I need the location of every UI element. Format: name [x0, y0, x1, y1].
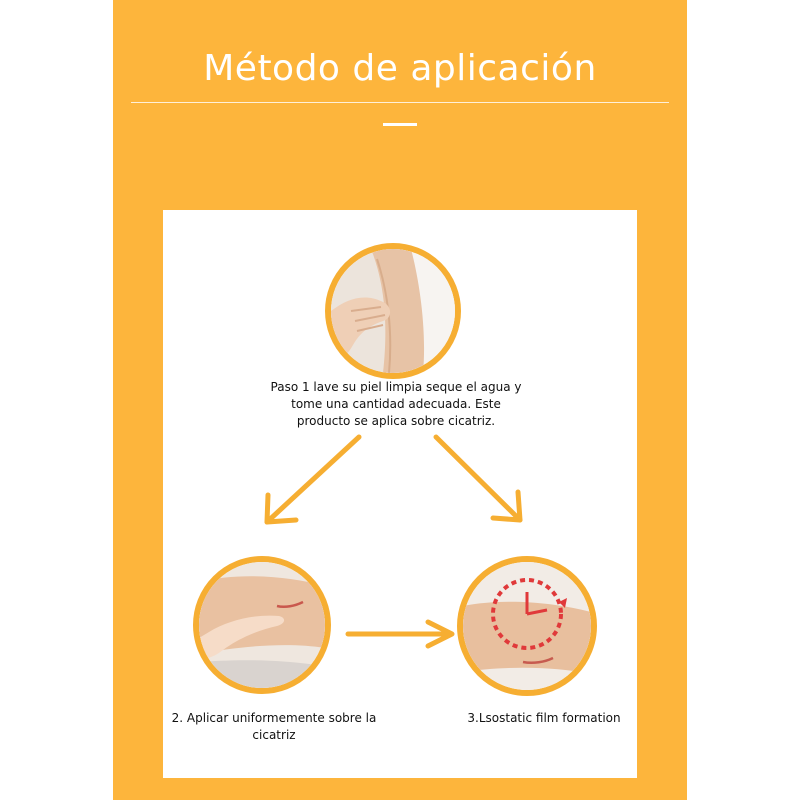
step-1-caption: Paso 1 lave su piel limpia seque el agua… [270, 380, 522, 428]
step-2-photo [193, 556, 331, 694]
arrow-step1-to-step2 [264, 434, 362, 525]
step-3-caption: 3.Lsostatic film formation [467, 711, 621, 725]
arrowhead-left [264, 492, 299, 525]
page-title: Método de aplicación [203, 48, 597, 89]
step-2-caption: 2. Aplicar uniformemente sobre la cicatr… [171, 711, 377, 742]
arrowhead-bottom [425, 619, 455, 649]
clock-icon [491, 578, 567, 650]
step-1-photo [325, 243, 461, 379]
arrowhead-right [490, 489, 523, 523]
arrow-step1-to-step3 [433, 434, 523, 523]
title-dash [383, 123, 417, 126]
title-divider-line [131, 102, 669, 103]
arm-with-clock-photo [463, 562, 591, 690]
hand-washing-arm-photo [331, 249, 455, 373]
step-3-photo [457, 556, 597, 696]
